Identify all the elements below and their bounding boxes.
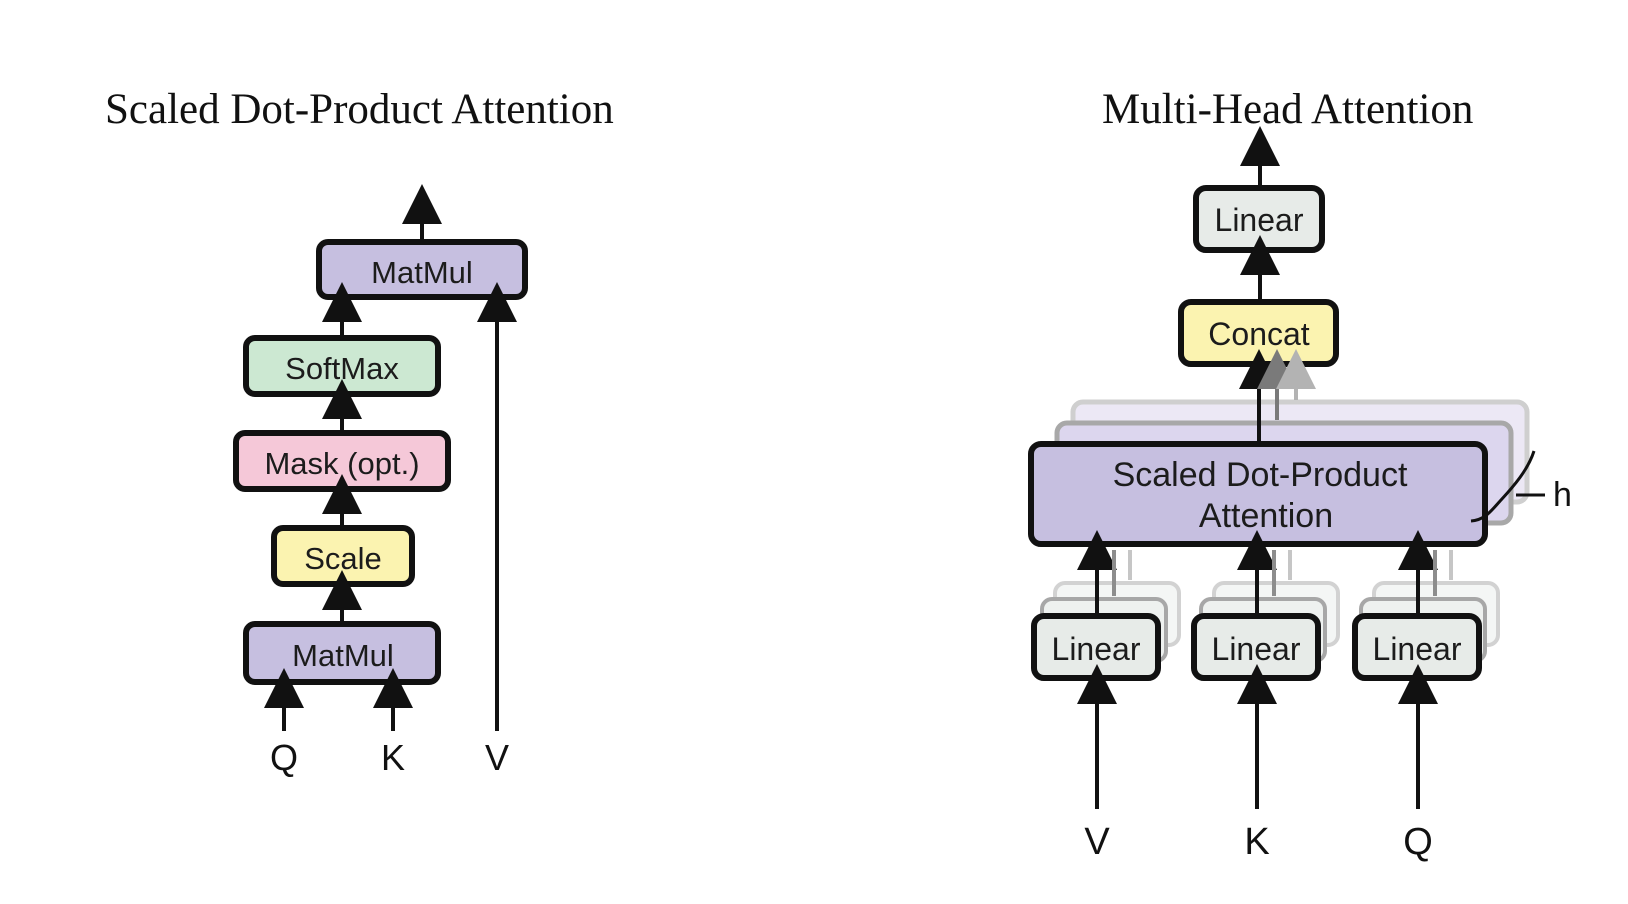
right-q-label: Q — [1403, 821, 1433, 863]
linear-output-label: Linear — [1215, 202, 1304, 238]
multi-head-attention-diagram: Linear Concat Scaled Dot-Product Attenti… — [1028, 126, 1572, 863]
linear-v-label: Linear — [1052, 631, 1141, 667]
heads-label: h — [1553, 476, 1572, 514]
attention-label-line-1: Scaled Dot-Product — [1113, 456, 1408, 494]
heads-brace — [1470, 450, 1536, 523]
left-q-label: Q — [270, 737, 298, 778]
matmul-bottom-label: MatMul — [292, 638, 394, 673]
right-diagram-title: Multi-Head Attention — [1102, 86, 1473, 133]
right-k-label: K — [1244, 821, 1269, 863]
mask-label: Mask (opt.) — [264, 446, 419, 481]
scaled-dot-product-attention-diagram: MatMul SoftMax Mask (opt.) Scale MatMul … — [233, 184, 528, 778]
scale-label: Scale — [304, 541, 382, 576]
concat-label: Concat — [1208, 316, 1310, 352]
matmul-bottom-block — [243, 621, 441, 685]
attention-label-line-2: Attention — [1199, 497, 1333, 535]
left-k-label: K — [381, 737, 405, 778]
left-diagram-title: Scaled Dot-Product Attention — [105, 86, 614, 133]
linear-k-label: Linear — [1212, 631, 1301, 667]
matmul-top-label: MatMul — [371, 255, 473, 290]
softmax-label: SoftMax — [285, 351, 399, 386]
left-v-label: V — [485, 737, 509, 778]
linear-q-label: Linear — [1373, 631, 1462, 667]
right-v-label: V — [1084, 821, 1110, 863]
matmul-top-block — [316, 239, 528, 300]
